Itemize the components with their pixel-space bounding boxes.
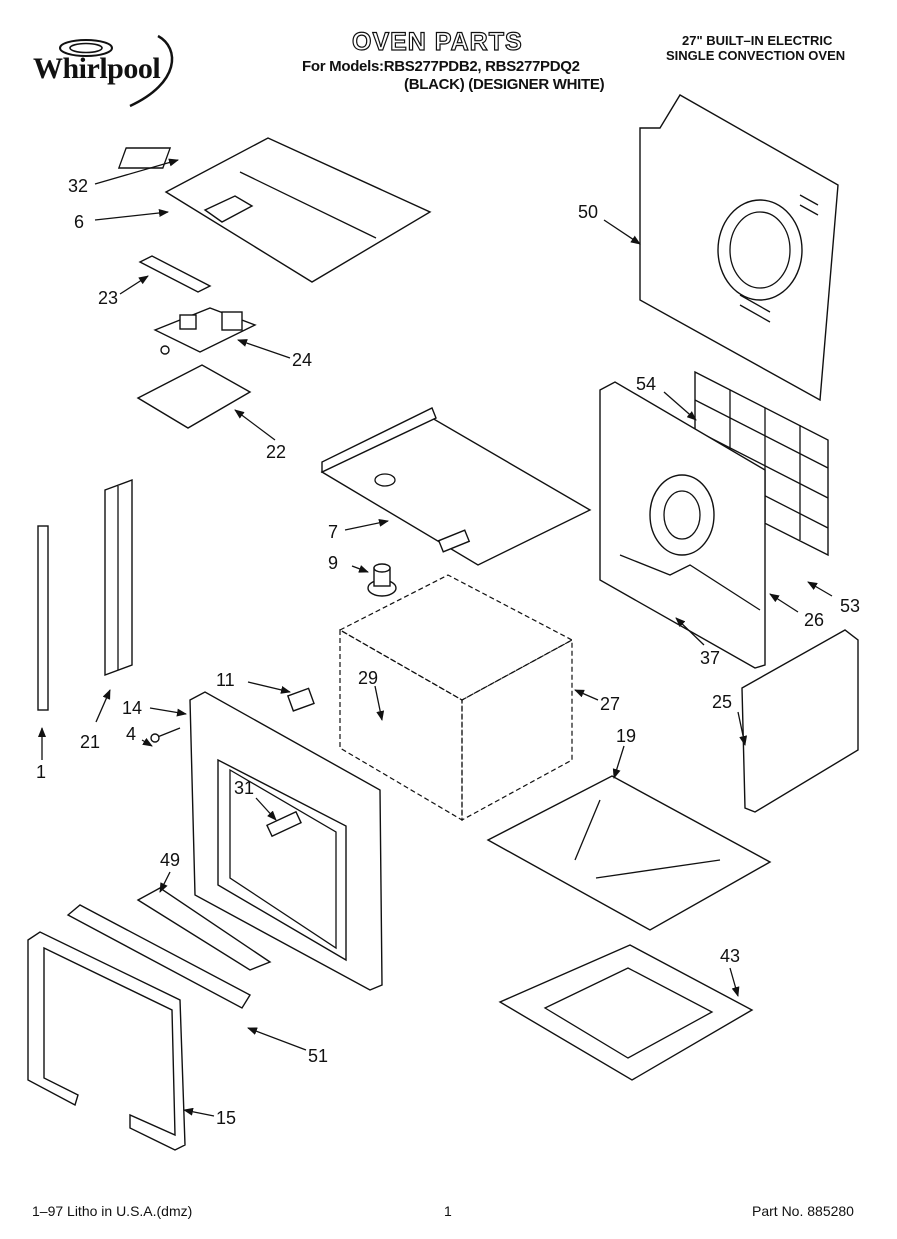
spec-line-1: 27" BUILT–IN ELECTRIC [682,33,833,48]
callout-24: 24 [292,350,312,370]
callout-43: 43 [720,946,740,966]
part-4-screw [150,727,181,743]
callout-11: 11 [216,670,235,690]
part-11-light-socket [286,687,315,712]
brand-name: Whirlpool [33,52,161,85]
part-27-oven-cavity [338,574,574,822]
part-26-back-wall [599,381,766,669]
part-6-top-panel [117,137,432,283]
part-22-plate [136,364,252,429]
part-21-side-rail [104,478,133,677]
callout-49: 49 [160,850,180,870]
part-50-rear-panel [639,94,839,402]
callout-21: 21 [80,732,100,752]
part-number: Part No. 885280 [752,1203,854,1219]
part-43-bottom-pan [498,944,754,1081]
callout-50: 50 [578,202,598,222]
callout-19: 19 [616,726,636,746]
part-25-side-panel [741,629,859,813]
part-9-thermostat [367,563,397,597]
litho-note: 1–97 Litho in U.S.A.(dmz) [32,1203,193,1219]
callout-37: 37 [700,648,720,668]
callout-6: 6 [74,212,84,232]
part-24-switch-assembly [153,307,257,355]
part-51-vent-trim [66,904,251,1009]
callout-29: 29 [358,668,378,688]
callout-25: 25 [712,692,732,712]
callout-14: 14 [122,698,142,718]
callout-32: 32 [68,176,88,196]
callout-22: 22 [266,442,286,462]
callout-54: 54 [636,374,656,394]
models-line: For Models:RBS277PDB2, RBS277PDQ2 [302,58,580,75]
callout-4: 4 [126,724,136,744]
page-title: OVEN PARTS [351,27,523,56]
part-49-strip [136,887,272,971]
callout-1: 1 [36,762,46,782]
callout-26: 26 [804,610,824,630]
part-23-bracket [138,255,212,293]
part-14-front-frame [189,691,383,991]
page-number: 1 [444,1203,452,1219]
part-1-side-trim [37,525,49,711]
colors-line: (BLACK) (DESIGNER WHITE) [404,76,605,93]
callout-9: 9 [328,553,338,573]
callout-31: 31 [234,778,254,798]
part-7-oven-top [320,407,592,566]
part-31-lamp [266,810,302,838]
callout-27: 27 [600,694,620,714]
callout-15: 15 [216,1108,236,1128]
callout-23: 23 [98,288,118,308]
callout-53: 53 [840,596,860,616]
whirlpool-logo-icon [59,34,174,108]
callout-51: 51 [308,1046,328,1066]
callout-7: 7 [328,522,338,542]
part-19-bottom-tray [486,775,772,931]
spec-line-2: SINGLE CONVECTION OVEN [666,48,846,63]
part-15-gasket [27,931,186,1151]
